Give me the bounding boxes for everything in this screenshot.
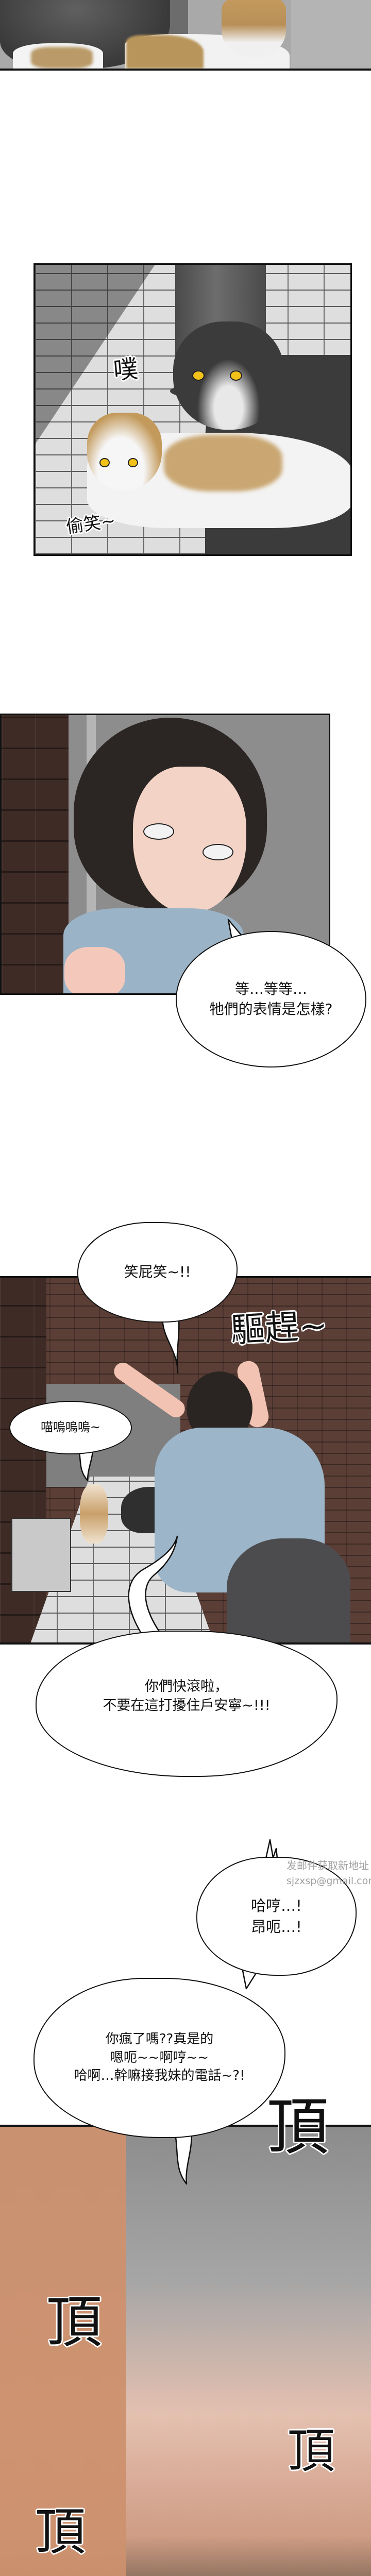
face — [133, 767, 246, 913]
calico-cat-eye-left — [99, 458, 110, 467]
calico-cat-running — [80, 1484, 108, 1544]
speech-bubble: 喵嗚嗚嗚~ — [9, 1401, 132, 1454]
bubble-line: 哈啊…幹嘛接我妹的電話~?! — [74, 2068, 245, 2084]
speech-bubble: 你們快滾啦， 不要在這打擾住戶安寧~!!! — [36, 1631, 338, 1777]
bubble-line: 你瘋了嗎??真是的 — [105, 2031, 214, 2047]
speech-bubble: 你瘋了嗎??真是的 嗯呃~~啊哼~~ 哈啊…幹嘛接我妹的電話~?! — [33, 1978, 285, 2138]
bubble-line: 笑屁笑~!! — [124, 1263, 191, 1281]
bubble-line: 牠們的表情是怎樣? — [209, 1000, 333, 1018]
speech-bubble: 哈哼…! 昂呃…! — [196, 1857, 357, 1976]
panel-shooing-cats — [0, 1276, 371, 1645]
panel-annoyed-man — [0, 714, 330, 995]
dark-cat-tan-patch — [31, 47, 93, 69]
bubble-line: 喵嗚嗚嗚~ — [40, 1420, 101, 1435]
panel-cats-smirking — [33, 263, 352, 556]
calico-cat-head — [222, 0, 286, 57]
trash-bin — [11, 1518, 71, 1592]
fist — [64, 947, 125, 993]
wall-strip — [291, 0, 371, 69]
sfx-thrust: 頂 — [35, 2503, 86, 2562]
sfx-thrust: 頂 — [267, 2092, 329, 2163]
calico-cat-tan-patch — [164, 435, 282, 492]
black-cat-eye-left — [192, 370, 205, 381]
bubble-line: 嗯呃~~啊哼~~ — [110, 2049, 209, 2065]
black-cat-head — [173, 321, 284, 430]
eye-right — [203, 844, 233, 860]
sfx-shoo: 驅趕~ — [230, 1306, 329, 1350]
bubble-line: 你們快滾啦， — [145, 1678, 228, 1694]
watermark-line-2: sjzxsp@gmail.com — [286, 1875, 371, 1887]
calico-cat-eye-right — [128, 458, 138, 467]
brick-wall — [2, 715, 69, 993]
bubble-line: 等…等等… — [234, 980, 307, 997]
calico-cat-head — [87, 413, 162, 490]
speech-bubble: 等…等等… 牠們的表情是怎樣? — [176, 931, 366, 1067]
sfx-thrust: 頂 — [288, 2424, 335, 2479]
panel-cats-from-behind — [0, 0, 371, 71]
black-cat-eye-right — [230, 370, 242, 381]
pants — [227, 1538, 350, 1642]
sfx-cat-pu: 噗 — [112, 354, 140, 385]
bubble-line: 昂呃…! — [251, 1918, 302, 1936]
watermark-line-1: 发邮件获取新地址 — [286, 1859, 369, 1872]
eye-left — [143, 823, 174, 840]
calico-cat-tan-patch — [126, 35, 204, 69]
bubble-line: 不要在這打擾住戶安寧~!!! — [103, 1698, 271, 1714]
sfx-thrust: 頂 — [46, 2291, 103, 2355]
speech-bubble: 笑屁笑~!! — [77, 1222, 238, 1323]
panel-scene-5 — [0, 2125, 371, 2576]
bubble-line: 哈哼…! — [251, 1897, 302, 1915]
